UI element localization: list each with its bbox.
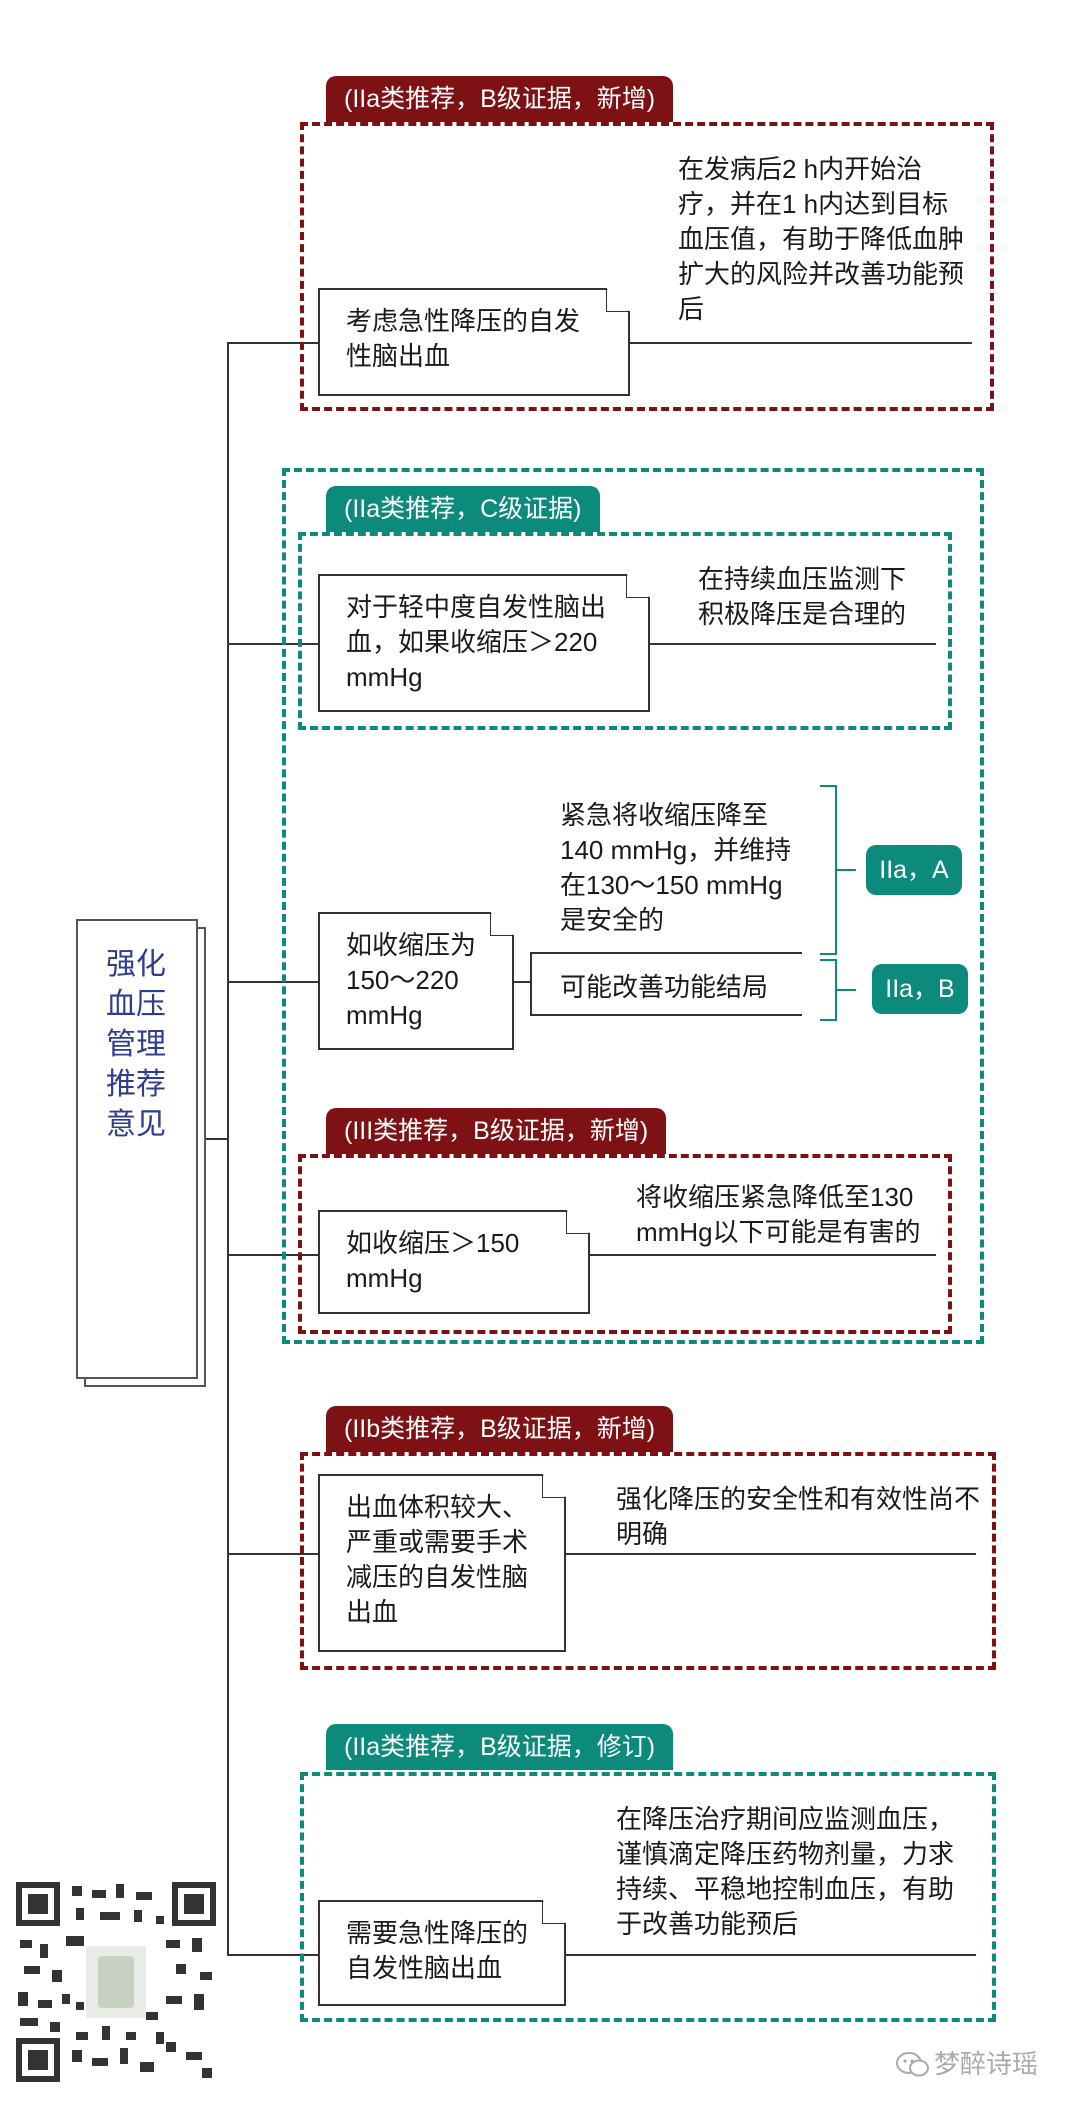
section-5-tag: (IIb类推荐，B级证据，新增) — [326, 1406, 674, 1452]
section-4-condition: 如收缩压＞150 mmHg — [318, 1210, 590, 1314]
section-3-condition: 如收缩压为150～220 mmHg — [318, 912, 514, 1050]
wechat-icon — [896, 2052, 929, 2077]
qr-code-image — [16, 1882, 216, 2082]
section-3-fork-top — [530, 952, 802, 954]
root-box — [76, 919, 198, 1379]
section-2-condition-text: 对于轻中度自发性脑出血，如果收缩压＞220 mmHg — [346, 592, 607, 692]
section-3-badge-2: IIa，B — [872, 964, 968, 1014]
section-1-frame — [300, 122, 994, 411]
section-1-recommendation: 在发病后2 h内开始治疗，并在1 h内达到目标血压值，有助于降低血肿扩大的风险并… — [678, 154, 965, 324]
branch-5 — [227, 1553, 320, 1555]
section-5-condition-text: 出血体积较大、严重或需要手术减压的自发性脑出血 — [346, 1492, 529, 1627]
trunk-line — [227, 342, 229, 1956]
page-fold-icon — [490, 912, 514, 936]
section-2-tag: (IIa类推荐，C级证据) — [326, 486, 600, 532]
section-3-bracket-2 — [820, 959, 856, 1021]
page-fold-icon — [606, 288, 630, 312]
section-3-badge-1: IIa，A — [866, 845, 962, 895]
section-5-condition: 出血体积较大、严重或需要手术减压的自发性脑出血 — [318, 1474, 566, 1652]
section-6-frame — [300, 1772, 996, 2022]
section-1-condition-text: 考虑急性降压的自发性脑出血 — [346, 306, 581, 371]
section-1-tag: (IIa类推荐，B级证据，新增) — [326, 76, 674, 122]
section-3-fork-bottom — [530, 1014, 802, 1016]
section-6-rec-line — [566, 1954, 976, 1956]
section-1-condition: 考虑急性降压的自发性脑出血 — [318, 288, 630, 396]
page-fold-icon — [542, 1900, 566, 1924]
branch-4 — [227, 1254, 320, 1256]
section-3-fork-vertical — [530, 952, 532, 1016]
section-4-rec-line — [590, 1254, 936, 1256]
section-3-bracket-1 — [820, 785, 856, 955]
section-4-recommendation: 将收缩压紧急降低至130 mmHg以下可能是有害的 — [636, 1182, 921, 1247]
branch-2 — [227, 643, 320, 645]
page-fold-icon — [566, 1210, 590, 1234]
root-title: 强化血压管理推荐意见 — [106, 948, 166, 1141]
section-6-condition: 需要急性降压的自发性脑出血 — [318, 1900, 566, 2006]
section-5-rec-line — [566, 1553, 976, 1555]
page-fold-icon — [626, 574, 650, 598]
section-5-recommendation: 强化降压的安全性和有效性尚不明确 — [616, 1484, 981, 1549]
section-4-tag: (III类推荐，B级证据，新增) — [326, 1108, 667, 1154]
section-4-condition-text: 如收缩压＞150 mmHg — [346, 1228, 520, 1293]
branch-6 — [227, 1954, 320, 1956]
section-2-condition: 对于轻中度自发性脑出血，如果收缩压＞220 mmHg — [318, 574, 650, 712]
page-fold-icon — [542, 1474, 566, 1498]
root-connector — [205, 1138, 229, 1140]
section-6-condition-text: 需要急性降压的自发性脑出血 — [346, 1918, 529, 1983]
section-4-frame — [298, 1154, 952, 1334]
section-3-rec-2: 可能改善功能结局 — [560, 972, 769, 1002]
section-3-rec-1: 紧急将收缩压降至140 mmHg，并维持在130～150 mmHg是安全的 — [560, 800, 792, 935]
branch-1 — [227, 342, 320, 344]
section-6-recommendation: 在降压治疗期间应监测血压，谨慎滴定降压药物剂量，力求持续、平稳地控制血压，有助于… — [616, 1804, 955, 1939]
section-1-rec-line — [630, 342, 972, 344]
section-2-rec-line — [650, 643, 936, 645]
watermark-text: 梦醉诗瑶 — [934, 2049, 1039, 2079]
section-5-frame — [300, 1452, 996, 1670]
section-3-condition-text: 如收缩压为150～220 mmHg — [346, 930, 477, 1030]
branch-3 — [227, 981, 320, 983]
section-2-frame — [298, 532, 952, 730]
section-3-fork-stem — [514, 981, 532, 983]
section-2-recommendation: 在持续血压监测下积极降压是合理的 — [698, 564, 907, 629]
green-group-frame — [282, 468, 984, 1344]
section-6-tag: (IIa类推荐，B级证据，修订) — [326, 1724, 674, 1770]
